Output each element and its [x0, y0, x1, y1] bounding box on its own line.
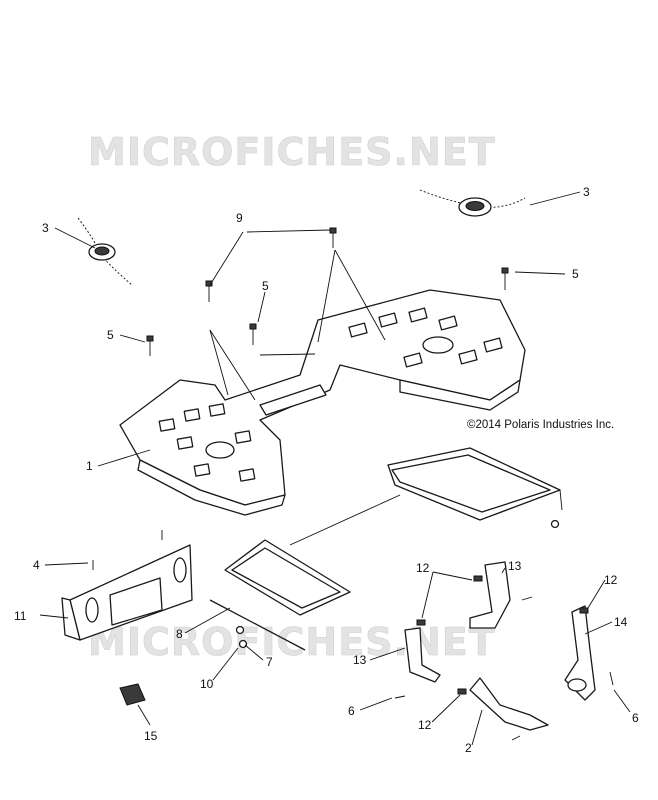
- pad: [119, 683, 146, 706]
- callout-5-right: 5: [572, 267, 579, 281]
- callout-8: 8: [176, 627, 183, 641]
- callout-12-bottom: 12: [418, 718, 432, 732]
- watermark-bottom: MICROFICHES.NET: [88, 620, 496, 664]
- bolts: [146, 227, 509, 356]
- callout-3-right: 3: [583, 185, 590, 199]
- callout-6-right: 6: [632, 711, 639, 725]
- tie-down-right: [419, 189, 526, 217]
- callout-6-left: 6: [348, 704, 355, 718]
- callouts: 1 2 3 3 4 5 5 5 6 6 7 8 9 10 11 12 12 12…: [14, 185, 639, 755]
- callout-12-top: 12: [416, 561, 430, 575]
- callout-9: 9: [236, 211, 243, 225]
- callout-13-bottom: 13: [353, 653, 367, 667]
- callout-12-right: 12: [604, 573, 618, 587]
- callout-3-left: 3: [42, 221, 49, 235]
- leader-lines: [39, 191, 631, 746]
- copyright-text: ©2014 Polaris Industries Inc.: [467, 419, 614, 431]
- callout-7: 7: [266, 655, 273, 669]
- callout-15: 15: [144, 729, 158, 743]
- rack-frame: [209, 447, 563, 651]
- callout-14: 14: [614, 615, 628, 629]
- callout-2: 2: [465, 741, 472, 755]
- brackets: [235, 519, 614, 741]
- tie-down-left: [77, 217, 133, 286]
- callout-4: 4: [33, 558, 40, 572]
- watermark-top: MICROFICHES.NET: [88, 130, 496, 174]
- callout-5-middle: 5: [262, 279, 269, 293]
- callout-13-top: 13: [508, 559, 522, 573]
- callout-1: 1: [86, 459, 93, 473]
- callout-11: 11: [14, 609, 27, 623]
- callout-10: 10: [200, 677, 214, 691]
- rear-rack: [119, 289, 526, 516]
- callout-5-left: 5: [107, 328, 114, 342]
- storage-box: [61, 530, 193, 641]
